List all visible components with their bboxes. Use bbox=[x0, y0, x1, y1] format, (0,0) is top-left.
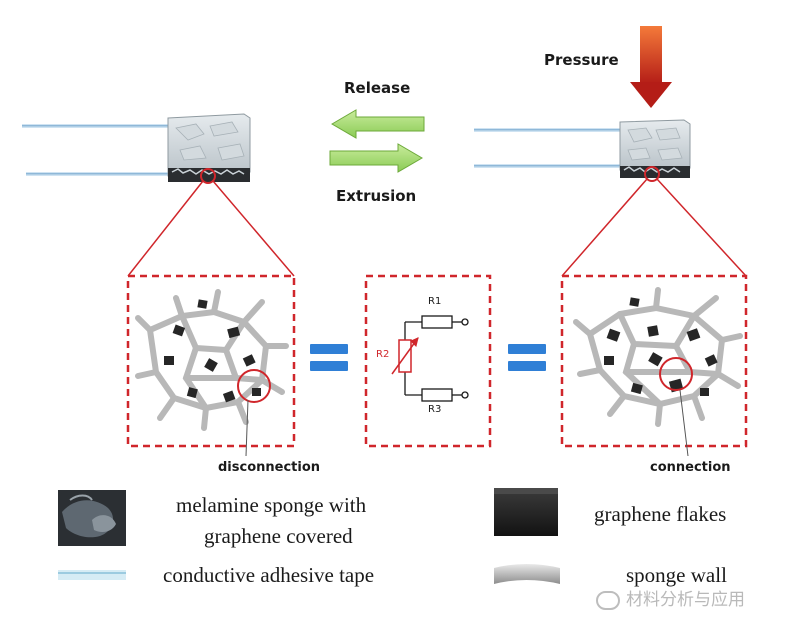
left-sensor bbox=[22, 113, 295, 277]
disconnection-label: disconnection bbox=[218, 460, 321, 475]
legend-tape-label: conductive adhesive tape bbox=[163, 563, 375, 587]
r1-label: R1 bbox=[428, 296, 442, 307]
legend-sponge-swatch bbox=[58, 490, 126, 546]
right-connect-circle bbox=[659, 357, 693, 391]
left-sponge-network bbox=[135, 289, 289, 431]
right-tape-wires bbox=[474, 128, 620, 168]
r3-label: R3 bbox=[428, 404, 442, 415]
r2-label: R2 bbox=[376, 349, 390, 360]
left-disconnect-circle bbox=[237, 369, 271, 403]
right-flakes bbox=[604, 297, 718, 396]
extrusion-label: Extrusion bbox=[336, 187, 417, 205]
legend-sponge-line2: graphene covered bbox=[204, 524, 353, 548]
left-zoom-line-a bbox=[127, 180, 204, 277]
pressure-label: Pressure bbox=[544, 51, 619, 69]
legend-wall-label: sponge wall bbox=[626, 563, 727, 587]
legend-tape-swatch bbox=[58, 570, 126, 580]
legend-flake-swatch bbox=[494, 488, 558, 536]
extrusion-arrow bbox=[329, 143, 423, 173]
equals-sign-right bbox=[508, 344, 546, 371]
right-sponge-block bbox=[619, 119, 691, 178]
right-zoom-line-a bbox=[561, 178, 648, 277]
left-zoom-line-b bbox=[212, 180, 295, 277]
release-label: Release bbox=[344, 79, 411, 97]
right-inset-box bbox=[560, 274, 748, 448]
disconnection-pointer bbox=[245, 399, 249, 457]
left-zoom-circle bbox=[200, 168, 216, 184]
pressure-arrow bbox=[630, 26, 672, 108]
left-tape-wires bbox=[22, 124, 170, 176]
wechat-icon bbox=[596, 590, 620, 610]
legend-flakes-label: graphene flakes bbox=[594, 502, 727, 526]
right-zoom-line-b bbox=[656, 178, 747, 277]
watermark-text: 材料分析与应用 bbox=[626, 590, 745, 610]
right-zoom-circle bbox=[644, 166, 660, 182]
right-sponge-network bbox=[573, 287, 743, 427]
left-flakes bbox=[164, 299, 261, 403]
equals-sign-left bbox=[310, 344, 348, 371]
equivalent-circuit bbox=[391, 315, 469, 402]
right-sensor bbox=[474, 26, 747, 277]
release-arrow bbox=[331, 109, 425, 139]
left-sponge-block bbox=[167, 113, 251, 182]
legend-sponge-line1: melamine sponge with bbox=[176, 493, 367, 517]
watermark: 材料分析与应用 bbox=[596, 585, 745, 610]
connection-label: connection bbox=[650, 460, 731, 475]
connection-pointer bbox=[679, 389, 689, 457]
circuit-inset-box bbox=[364, 274, 492, 448]
legend-wall-swatch bbox=[494, 564, 560, 584]
